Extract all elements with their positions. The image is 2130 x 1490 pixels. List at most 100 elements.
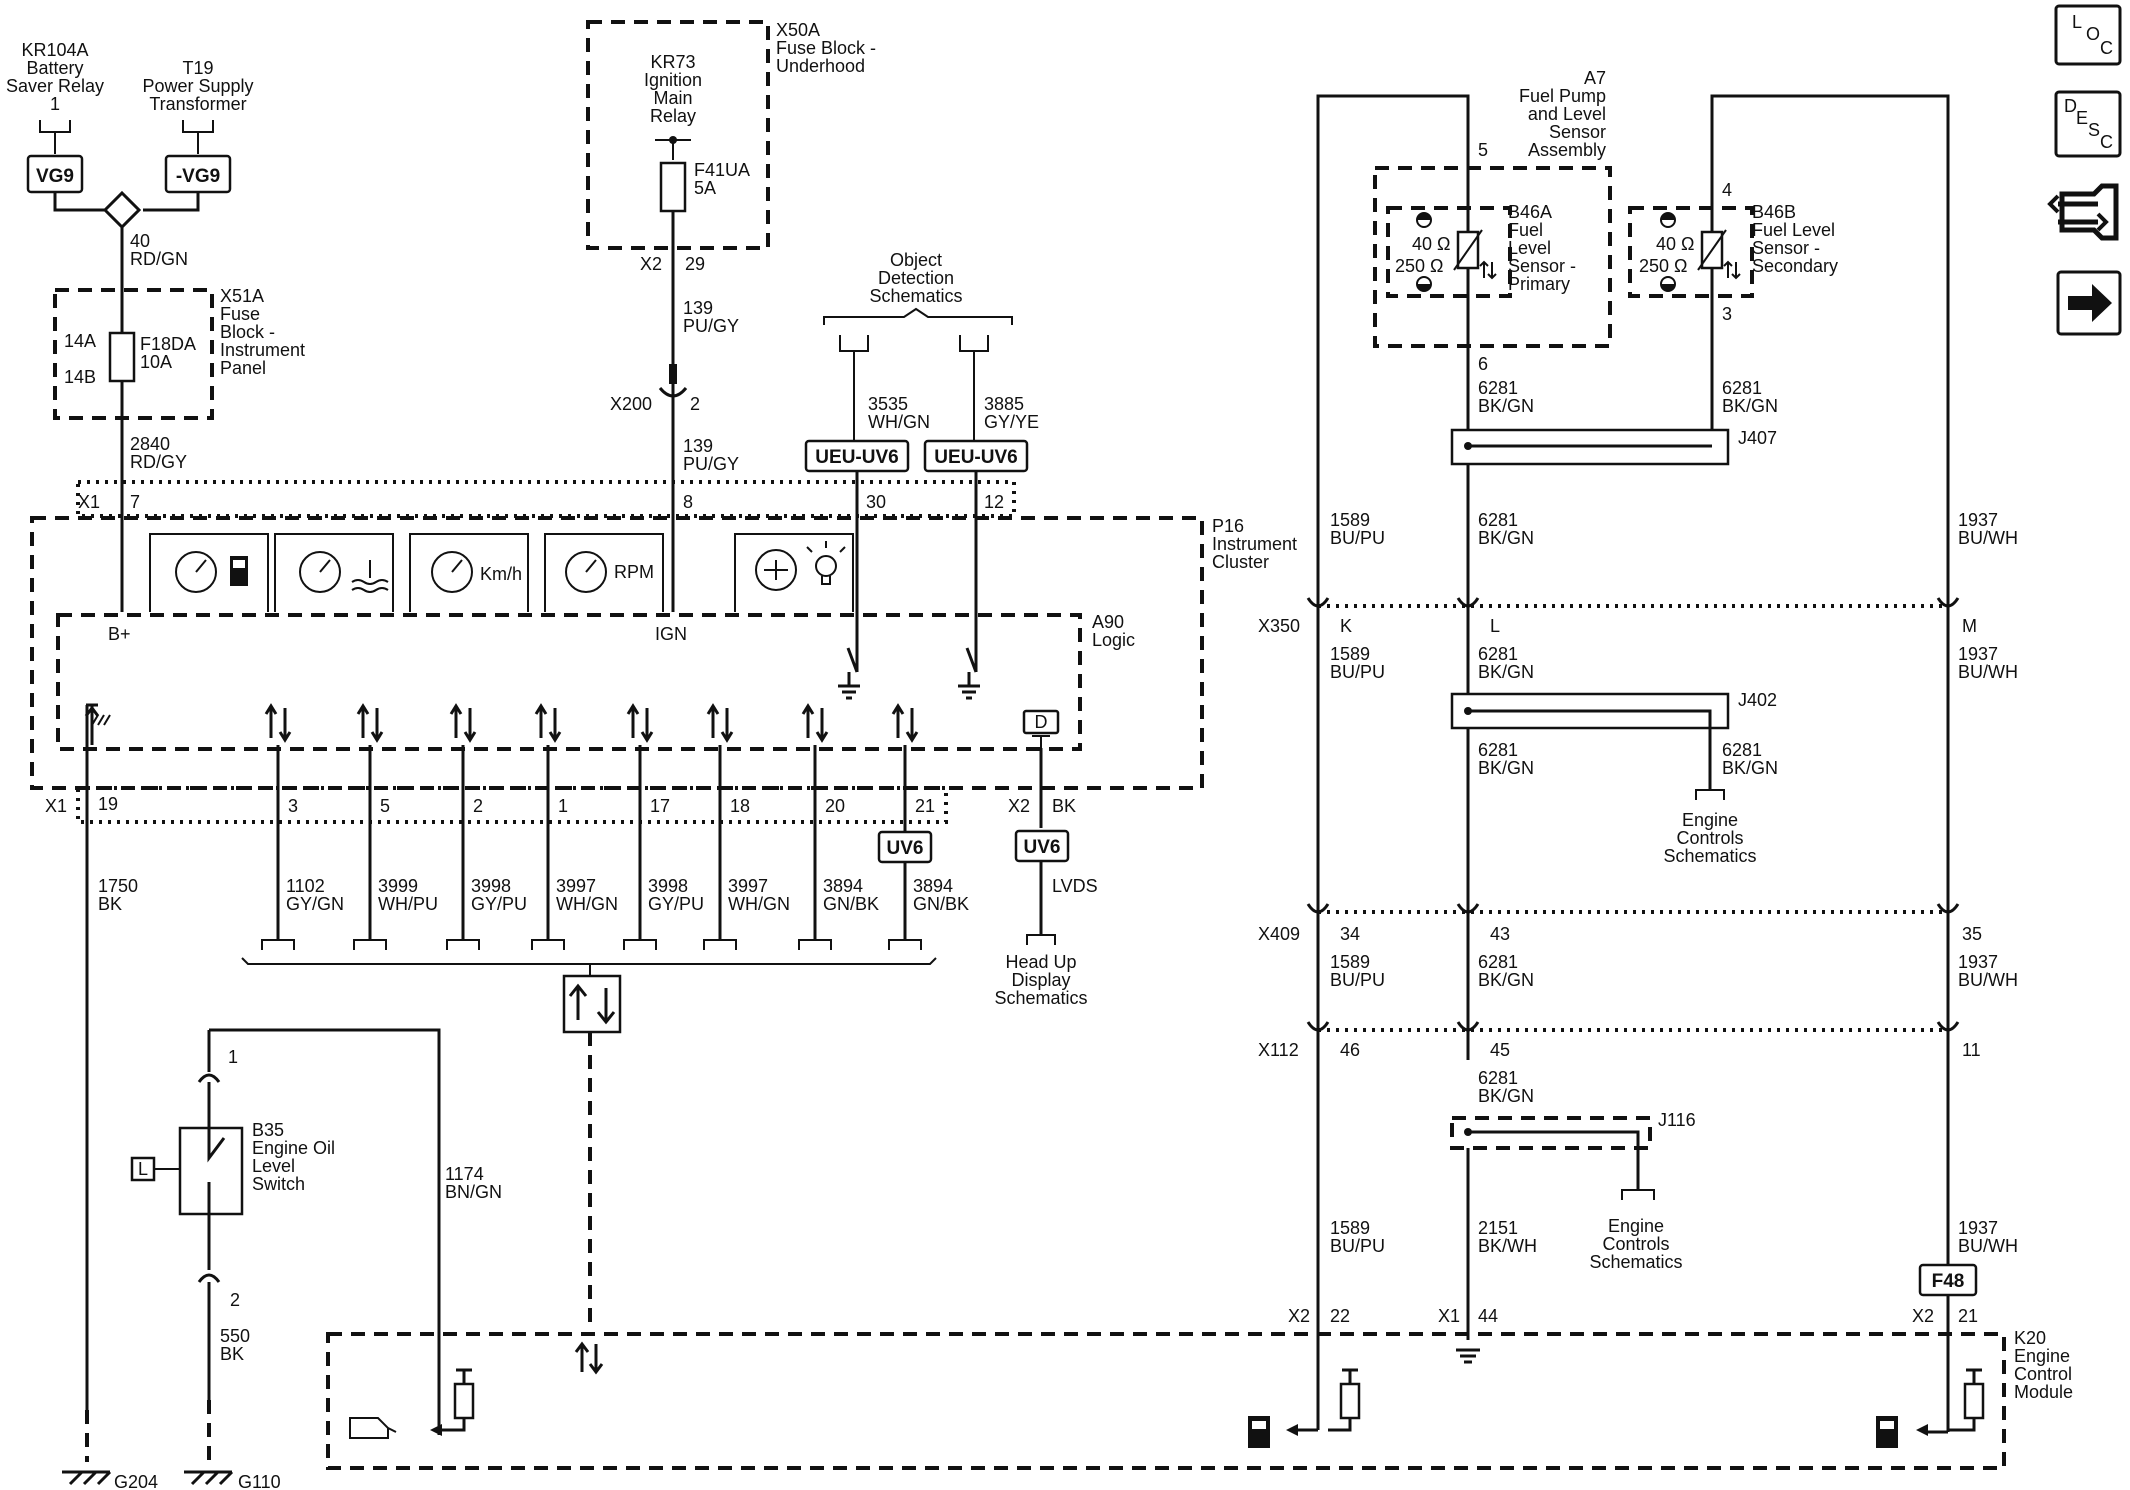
- x409-jacks: [1306, 903, 1960, 914]
- svg-text:Fuse Block -: Fuse Block -: [776, 38, 876, 58]
- splice-diamond: [102, 190, 142, 230]
- svg-text:14B: 14B: [64, 367, 96, 387]
- switch-contact-icon: [207, 1128, 226, 1214]
- svg-text:139: 139: [683, 436, 713, 456]
- svg-text:139: 139: [683, 298, 713, 318]
- gauge-dial-icon: [175, 551, 217, 593]
- wire-number: 3894: [913, 876, 953, 896]
- svg-text:34: 34: [1340, 924, 1360, 944]
- loc-button[interactable]: L O C: [2054, 4, 2122, 66]
- connector-tool-button[interactable]: [2047, 183, 2119, 241]
- svg-text:UEU-UV6: UEU-UV6: [815, 447, 898, 468]
- svg-text:1: 1: [228, 1047, 238, 1067]
- svg-text:VG9: VG9: [36, 166, 74, 187]
- svg-text:BK: BK: [220, 1344, 244, 1364]
- svg-text:4: 4: [1722, 180, 1732, 200]
- x200-pin: [669, 364, 677, 384]
- svg-text:BK/GN: BK/GN: [1478, 758, 1534, 778]
- svg-text:Sensor -: Sensor -: [1752, 238, 1820, 258]
- svg-text:F41UA: F41UA: [694, 160, 750, 180]
- svg-text:Battery: Battery: [26, 58, 83, 78]
- uv6-badge-text: UV6: [887, 838, 924, 859]
- pin-number: 3: [288, 796, 298, 816]
- wire-number: 3894: [823, 876, 863, 896]
- svg-text:1937: 1937: [1958, 1218, 1998, 1238]
- b35-switch-body: [178, 1126, 244, 1216]
- svg-text:Control: Control: [2014, 1364, 2072, 1384]
- od-right-terminal: [959, 335, 989, 443]
- svg-text:GY/YE: GY/YE: [984, 412, 1039, 432]
- pin-number: 2: [473, 796, 483, 816]
- svg-text:Sensor: Sensor: [1549, 122, 1606, 142]
- svg-text:Object: Object: [890, 250, 942, 270]
- wire-color: WH/PU: [378, 894, 438, 914]
- svg-text:Display: Display: [1011, 970, 1070, 990]
- next-arrow-button[interactable]: [2056, 270, 2122, 336]
- svg-text:Power Supply: Power Supply: [142, 76, 253, 96]
- t19-terminal: [182, 120, 214, 154]
- svg-text:3: 3: [1722, 304, 1732, 324]
- svg-text:Transformer: Transformer: [149, 94, 246, 114]
- x112-jacks: [1306, 1021, 1960, 1032]
- svg-text:2: 2: [230, 1290, 240, 1310]
- svg-text:6281: 6281: [1722, 378, 1762, 398]
- svg-text:1937: 1937: [1958, 644, 1998, 664]
- engine-controls-label-1: Engine Controls Schematics: [1663, 810, 1756, 866]
- svg-text:C: C: [2100, 132, 2113, 152]
- svg-text:BU/WH: BU/WH: [1958, 662, 2018, 682]
- hud-terminal: [1026, 934, 1056, 945]
- pin-number: 21: [915, 796, 935, 816]
- bidirectional-arrow-icon: [449, 703, 477, 743]
- fuel-pump-icon: [1876, 1416, 1898, 1448]
- svg-text:L: L: [1490, 616, 1500, 636]
- bidirectional-arrow-icon: [534, 703, 562, 743]
- svg-text:Schematics: Schematics: [1663, 846, 1756, 866]
- svg-text:L: L: [2072, 12, 2082, 32]
- wire-terminal: [888, 939, 922, 950]
- svg-text:2151: 2151: [1478, 1218, 1518, 1238]
- svg-text:X2: X2: [640, 254, 662, 274]
- desc-button[interactable]: D E S C: [2054, 90, 2122, 158]
- pin-number: 18: [730, 796, 750, 816]
- engine-controls-terminal-2: [1621, 1189, 1655, 1200]
- wire-color: WH/GN: [728, 894, 790, 914]
- wire-color: GN/BK: [913, 894, 969, 914]
- svg-text:F48: F48: [1932, 1271, 1965, 1292]
- svg-text:G204: G204: [114, 1472, 158, 1490]
- data-arrows: [84, 703, 111, 745]
- svg-text:35: 35: [1962, 924, 1982, 944]
- b46a-label: B46A Fuel Level Sensor - Primary: [1508, 202, 1576, 294]
- bidirectional-arrow-icon: [264, 703, 292, 743]
- svg-text:Fuel Pump: Fuel Pump: [1519, 86, 1606, 106]
- wire-terminal: [261, 939, 295, 950]
- led-icon: [755, 549, 797, 591]
- svg-text:Level: Level: [252, 1156, 295, 1176]
- svg-text:3885: 3885: [984, 394, 1024, 414]
- svg-text:D: D: [2064, 96, 2077, 116]
- svg-text:Km/h: Km/h: [480, 564, 522, 584]
- svg-text:X50A: X50A: [776, 20, 820, 40]
- svg-text:BK/GN: BK/GN: [1478, 662, 1534, 682]
- wire-number: 3998: [648, 876, 688, 896]
- fuse-f41ua: [659, 161, 687, 213]
- wire-color: GN/BK: [823, 894, 879, 914]
- bidirectional-arrow-icon: [574, 1341, 604, 1375]
- svg-text:X2: X2: [1008, 796, 1030, 816]
- kr73-label: KR73 Ignition Main Relay: [644, 52, 702, 126]
- svg-text:LVDS: LVDS: [1052, 876, 1098, 896]
- speedometer: Km/h: [409, 533, 529, 612]
- svg-text:PU/GY: PU/GY: [683, 316, 739, 336]
- k20-fuel-input-2: [1876, 1368, 1985, 1448]
- svg-text:Relay: Relay: [650, 106, 696, 126]
- svg-text:S: S: [2088, 120, 2100, 140]
- svg-text:X1: X1: [1438, 1306, 1460, 1326]
- data-bus-arrow-box: [562, 974, 622, 1034]
- svg-text:BK: BK: [98, 894, 122, 914]
- svg-text:B+: B+: [108, 624, 131, 644]
- svg-text:1937: 1937: [1958, 952, 1998, 972]
- svg-text:BU/WH: BU/WH: [1958, 1236, 2018, 1256]
- svg-text:43: 43: [1490, 924, 1510, 944]
- svg-text:1937: 1937: [1958, 510, 1998, 530]
- wire-1174: [209, 1028, 441, 1435]
- svg-text:29: 29: [685, 254, 705, 274]
